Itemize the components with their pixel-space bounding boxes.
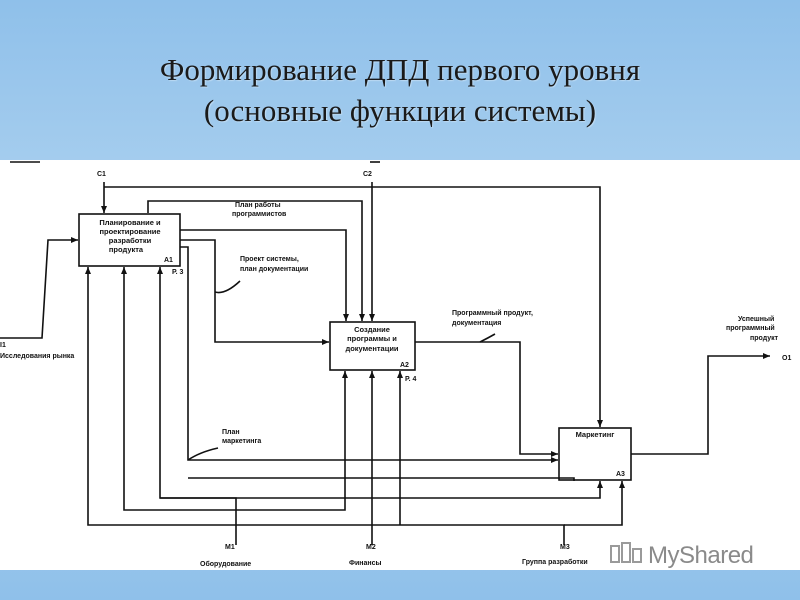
output-o1-label-3: продукт	[750, 335, 779, 342]
m1-to-a2	[236, 371, 348, 511]
mechanism-m2-label: Финансы	[349, 560, 382, 567]
block-a2-ref: Р. 4	[405, 376, 417, 383]
idef0-diagram: Планирование и проектирование разработки…	[0, 160, 800, 570]
system-project-squiggle	[214, 280, 241, 294]
block-a1-line-4: продукта	[109, 245, 144, 254]
control-c2-label: C2	[363, 171, 372, 178]
mechanism-m1-code: M1	[225, 544, 235, 551]
block-a1-ref: Р. 3	[172, 269, 184, 276]
output-o1-arrow	[631, 353, 770, 455]
work-plan-arrow	[180, 229, 349, 321]
m-to-a3-left	[188, 477, 575, 481]
block-a1-line-3: разработки	[109, 236, 152, 245]
m1-to-a3	[160, 481, 603, 499]
mechanism-m2-code: M2	[366, 544, 376, 551]
watermark-text: MyShared	[648, 542, 754, 569]
output-o1-label-2: программный	[726, 324, 775, 332]
mechanism-m3-code: M3	[560, 544, 570, 551]
block-a2-line-3: документации	[345, 344, 398, 353]
c2-to-a1-link	[147, 200, 365, 321]
output-o1-label-1: Успешный	[738, 315, 774, 323]
work-plan-label-1: План работы	[235, 201, 281, 209]
block-a2-code: A2	[400, 362, 409, 369]
program-product-arrow	[415, 341, 558, 457]
control-c1-to-a3	[104, 186, 603, 427]
block-a2	[329, 321, 416, 371]
watermark: MyShared	[610, 538, 770, 572]
mechanism-m1-label: Оборудование	[200, 560, 251, 568]
program-product-label-2: документация	[452, 320, 501, 327]
block-a1-line-1: Планирование и	[99, 218, 161, 227]
block-a2-line-2: программы и	[347, 334, 397, 343]
diagram-canvas: Планирование и проектирование разработки…	[0, 161, 791, 568]
input-i1-arrow	[0, 237, 78, 339]
title-line-2: (основные функции системы)	[203, 93, 597, 128]
block-a2-line-1: Создание	[354, 325, 390, 334]
control-c1-label: C1	[97, 171, 106, 178]
block-a1-line-2: проектирование	[99, 227, 160, 236]
mechanism-m1-arrow	[157, 267, 237, 545]
program-product-label-1: Программный продукт,	[452, 309, 533, 317]
output-o1-code: O1	[782, 355, 791, 362]
title-line-1: Формирование ДПД первого уровня	[159, 52, 641, 87]
block-a1-code: A1	[164, 257, 173, 264]
mechanism-m3-join	[372, 524, 565, 545]
marketing-plan-squiggle	[187, 447, 219, 461]
marketing-plan-arrow	[180, 246, 558, 463]
work-plan-label-2: программистов	[232, 211, 287, 218]
marketing-plan-label-2: маркетинга	[222, 438, 261, 445]
m3-to-a3	[564, 481, 625, 526]
system-project-label-1: Проект системы,	[240, 256, 299, 263]
system-project-label-2: план документации	[240, 266, 308, 273]
system-project-arrow	[180, 239, 329, 345]
m1-to-a1-left	[121, 267, 236, 511]
watermark-logo-icon	[610, 542, 642, 563]
marketing-plan-label-1: План	[222, 429, 240, 436]
program-product-squiggle	[479, 333, 496, 343]
block-a3-code: A3	[616, 471, 625, 478]
mechanism-m3-label: Группа разработки	[522, 558, 588, 566]
block-a1	[78, 213, 181, 267]
input-i1-label: Исследования рынка	[0, 353, 74, 360]
input-i1-code: I1	[0, 342, 6, 349]
block-a3-line-1: Маркетинг	[576, 430, 615, 439]
m2-to-a1	[85, 267, 372, 526]
slide-title: Формирование ДПД первого уровня (основны…	[0, 0, 800, 160]
block-a3	[558, 427, 632, 481]
